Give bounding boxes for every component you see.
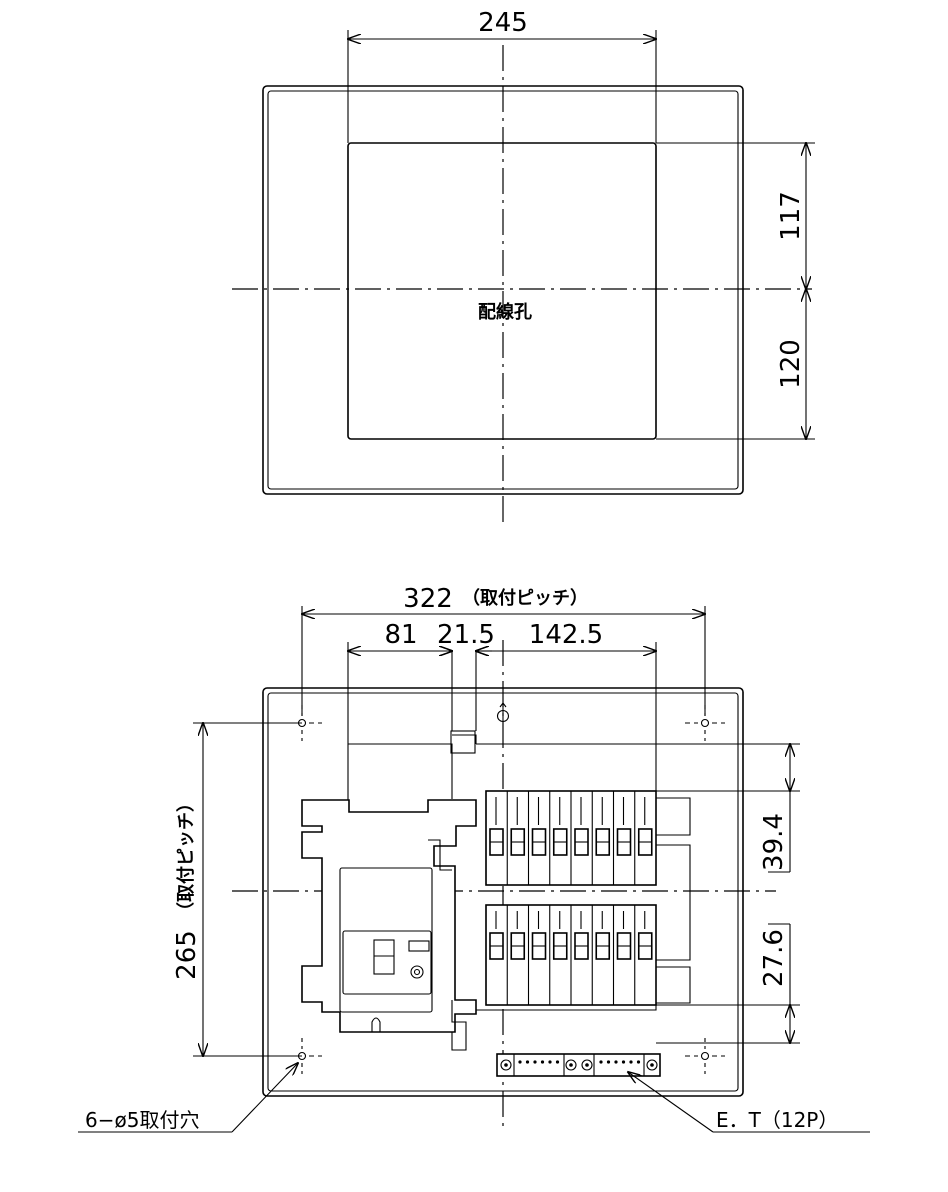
branch-breaker — [506, 791, 526, 885]
branch-breaker — [549, 791, 568, 885]
main-breaker-indicator — [408, 940, 430, 952]
front-view: 322 （取付ピッチ） 81 21.5 142.5 265 （取付ピッチ） 39… — [78, 584, 870, 1133]
earth-terminal-block — [496, 1053, 661, 1077]
dim-label-142-5: 142.5 — [529, 620, 603, 650]
branch-breaker — [612, 905, 632, 1005]
branch-breaker — [485, 791, 504, 885]
dim-note-265: （取付ピッチ） — [175, 794, 197, 920]
terminal-label: E．T（12P） — [716, 1108, 838, 1132]
mounting-hole — [685, 1038, 725, 1074]
dim-note-322: （取付ピッチ） — [462, 587, 588, 609]
dim-label-21-5: 21.5 — [437, 620, 495, 650]
wiring-hole-label: 配線孔 — [478, 301, 532, 323]
branch-breaker — [634, 791, 653, 885]
main-breaker-face — [342, 930, 432, 995]
main-breaker-handle — [373, 939, 395, 975]
mount-holes-label: 6−ø5取付穴 — [85, 1108, 199, 1132]
wiring-hole — [347, 142, 657, 440]
dim-label-39-4: 39.4 — [759, 813, 789, 871]
branch-breaker — [527, 791, 547, 885]
dim-label-322: 322 — [403, 584, 453, 614]
main-breaker-housing — [301, 799, 477, 1033]
mounting-holes — [282, 705, 725, 1074]
branch-breaker — [570, 905, 589, 1005]
branch-breaker — [591, 905, 611, 1005]
branch-breaker — [591, 791, 611, 885]
dim-label-245: 245 — [478, 8, 528, 38]
dim-label-81: 81 — [384, 620, 417, 650]
dim-label-27-6: 27.6 — [759, 929, 789, 987]
branch-breaker — [506, 905, 526, 1005]
dim-label-120: 120 — [776, 339, 806, 389]
dim-label-117: 117 — [776, 191, 806, 241]
branch-breaker — [570, 791, 589, 885]
top-view: 245 117 120 配線孔 — [232, 8, 815, 528]
branch-breaker — [549, 905, 568, 1005]
branch-breaker — [612, 791, 632, 885]
branch-breakers — [485, 790, 657, 1006]
dim-label-265: 265 — [172, 930, 202, 980]
keyhole-icon — [496, 702, 510, 723]
branch-breaker — [527, 905, 547, 1005]
main-breaker-body — [339, 867, 433, 1013]
branch-breaker — [485, 905, 504, 1005]
main-breaker-test-button — [410, 965, 424, 979]
branch-breaker — [634, 905, 653, 1005]
